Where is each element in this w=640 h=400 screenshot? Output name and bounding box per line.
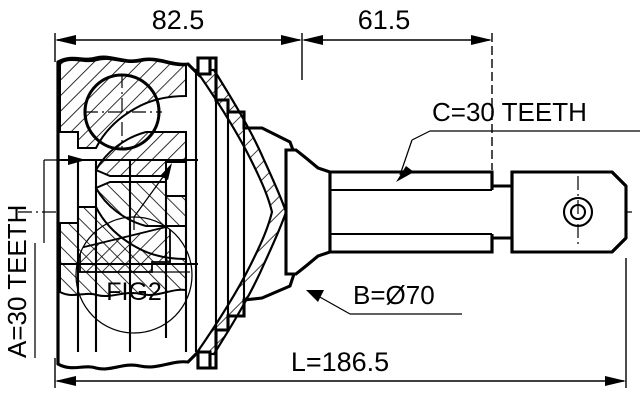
detail-label-fig2: FIG2 [106, 278, 162, 306]
arrowhead-right-61-5 [471, 35, 492, 45]
fig2-leader-line [133, 169, 169, 218]
detail-callout-fig2-group: FIG2 [75, 163, 193, 334]
cage-band-hatch [193, 68, 288, 356]
callout-leader-c-2 [399, 139, 413, 176]
shaft-chamfer-upper [610, 170, 628, 188]
arrowhead-right-overall [605, 376, 626, 386]
arrowhead-right-82-5 [281, 35, 302, 45]
shaft-barrel [328, 170, 628, 254]
retainer-tab-upper [196, 56, 212, 76]
dimension-label-82-5: 82.5 [152, 5, 205, 35]
arrowhead-c-callout [396, 166, 414, 182]
shaft-assembly [284, 148, 628, 276]
arrowhead-a-spline [68, 155, 86, 165]
arrowhead-left-overall [55, 376, 76, 386]
shaft-neck-taper [284, 148, 332, 276]
dimension-group-top: 82.5 61.5 [54, 5, 493, 170]
callout-label-a-30-teeth: A=30 TEETH [2, 205, 32, 358]
retainer-tab-lower [196, 350, 212, 370]
callout-group-b: B=Ø70 [306, 280, 462, 315]
arrowhead-left-82-5 [55, 35, 76, 45]
dimension-label-61-5: 61.5 [358, 5, 411, 35]
shaft-chamfer-lower [610, 236, 628, 254]
fig2-leader-arrowhead [160, 163, 172, 180]
dimension-label-overall: L=186.5 [291, 347, 389, 377]
cv-joint-outer-housing [56, 55, 298, 371]
arrowhead-left-61-5 [302, 35, 323, 45]
callout-leader-c-1 [411, 130, 431, 141]
housing-upper-section-hatch [59, 58, 187, 149]
callout-leader-b [317, 295, 351, 315]
callout-label-b-diameter: B=Ø70 [353, 280, 435, 310]
callout-group-c: C=30 TEETH [396, 97, 640, 182]
callout-label-c-30-teeth: C=30 TEETH [432, 97, 587, 127]
callout-group-a: A=30 TEETH [2, 159, 86, 358]
arrowhead-b-callout [306, 290, 324, 302]
dimension-group-bottom: L=186.5 [54, 258, 627, 388]
